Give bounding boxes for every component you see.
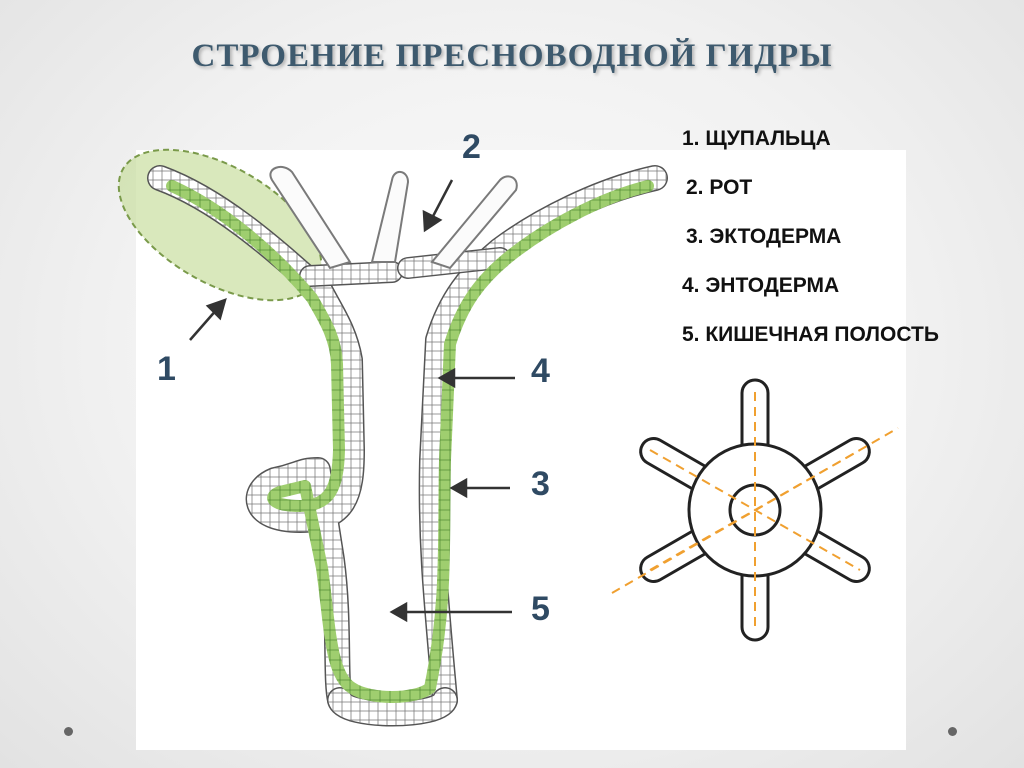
callout-1: 1 <box>157 350 176 389</box>
legend-item-mouth: 2. РОТ <box>682 171 939 220</box>
slide-dot-right <box>948 727 957 736</box>
callout-2: 2 <box>462 128 481 167</box>
callout-3: 3 <box>531 465 550 504</box>
legend-list: 1. ЩУПАЛЬЦА 2. РОТ 3. ЭКТОДЕРМА 4. ЭНТОД… <box>682 122 939 367</box>
legend-item-endoderm: 4. ЭНТОДЕРМА <box>682 269 939 318</box>
slide-dot-left <box>64 727 73 736</box>
symmetry-axes <box>612 392 898 628</box>
callout-4: 4 <box>531 352 550 391</box>
legend-item-ectoderm: 3. ЭКТОДЕРМА <box>682 220 939 269</box>
callout-5: 5 <box>531 590 550 629</box>
legend-item-gut-cavity: 5. КИШЕЧНАЯ ПОЛОСТЬ <box>682 318 939 367</box>
legend-item-tentacles: 1. ЩУПАЛЬЦА <box>682 122 939 171</box>
